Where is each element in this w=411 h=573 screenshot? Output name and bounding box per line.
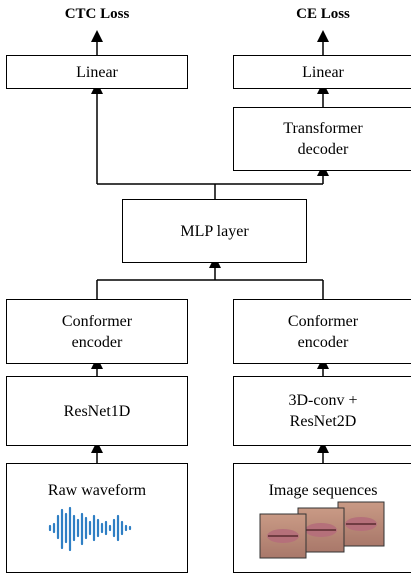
linear-block-right: Linear bbox=[233, 55, 411, 89]
conformer-encoder-video: Conformer encoder bbox=[233, 299, 411, 364]
resnet1d-block: ResNet1D bbox=[6, 376, 188, 446]
image-sequences-label: Image sequences bbox=[268, 482, 378, 499]
connector-arrows bbox=[91, 30, 329, 463]
linear-block-left: Linear bbox=[6, 55, 188, 89]
lip-images-icon bbox=[259, 501, 385, 559]
resnet2d-block: 3D-conv + ResNet2D bbox=[233, 376, 411, 446]
ce-loss-label: CE Loss bbox=[296, 6, 350, 22]
raw-waveform-input: Raw waveform bbox=[6, 463, 188, 573]
ctc-loss-label: CTC Loss bbox=[64, 6, 130, 22]
waveform-icon bbox=[48, 506, 132, 552]
conformer-encoder-audio: Conformer encoder bbox=[6, 299, 188, 364]
transformer-decoder-block: Transformer decoder bbox=[233, 107, 411, 171]
mlp-layer-block: MLP layer bbox=[122, 199, 307, 263]
raw-waveform-label: Raw waveform bbox=[47, 482, 147, 499]
